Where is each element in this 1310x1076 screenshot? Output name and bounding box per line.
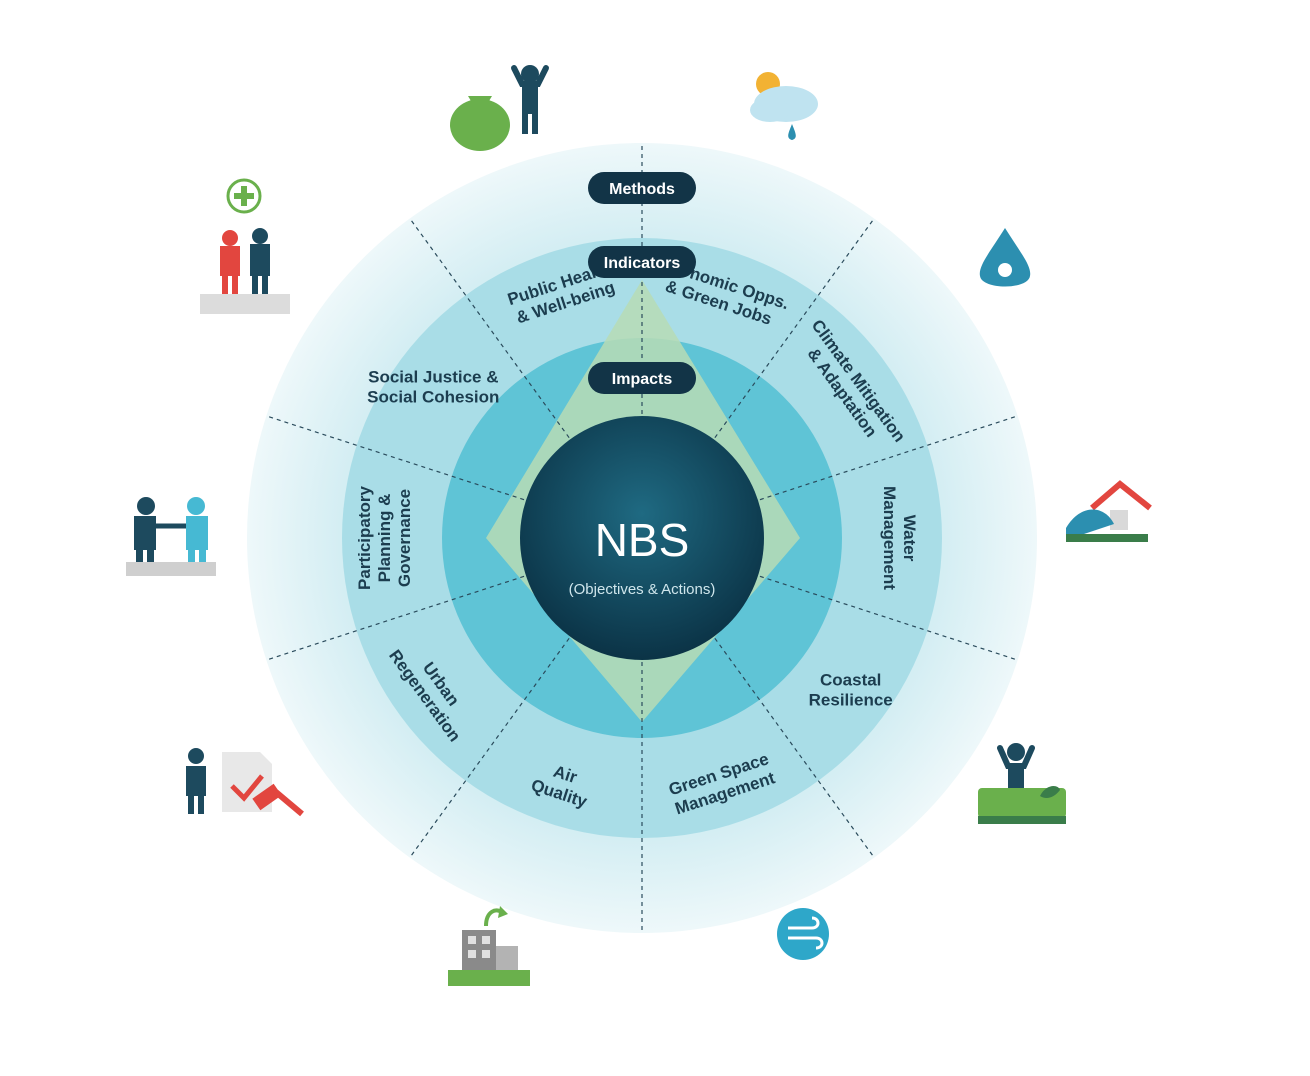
segment-label-social: Social Justice &Social Cohesion [367, 367, 499, 406]
segment-label-line: Governance [395, 489, 414, 587]
impacts-label: Impacts [612, 371, 673, 388]
center-subtitle: (Objectives & Actions) [569, 581, 716, 598]
handshake-people-icon [126, 497, 216, 576]
segment-label-line: Coastal [820, 671, 881, 690]
segment-label-line: Water [900, 515, 919, 562]
indicators-pill: Indicators [588, 246, 696, 278]
money-bag-person-icon [450, 65, 549, 151]
coastal-house-icon [1066, 480, 1152, 542]
center-title: NBS [595, 514, 690, 566]
segment-label-line: Social Cohesion [367, 387, 499, 406]
nbs-core [520, 416, 764, 660]
segment-label-line: Management [880, 486, 899, 590]
sun-cloud-rain-icon [750, 72, 818, 140]
building-regeneration-icon [448, 906, 530, 986]
person-document-hammer-icon [186, 748, 304, 817]
indicators-label: Indicators [604, 255, 681, 272]
methods-pill: Methods [588, 172, 696, 204]
segment-label-line: Resilience [809, 691, 893, 710]
methods-label: Methods [609, 181, 675, 198]
wind-air-icon [777, 908, 829, 960]
health-people-icon [200, 178, 290, 314]
segment-label-line: Participatory [355, 485, 374, 589]
segment-label-line: Planning & [375, 494, 394, 583]
impacts-pill: Impacts [588, 362, 696, 394]
water-drop-icon [979, 228, 1031, 287]
segment-label-line: Social Justice & [368, 367, 498, 386]
person-green-space-icon [978, 743, 1066, 824]
